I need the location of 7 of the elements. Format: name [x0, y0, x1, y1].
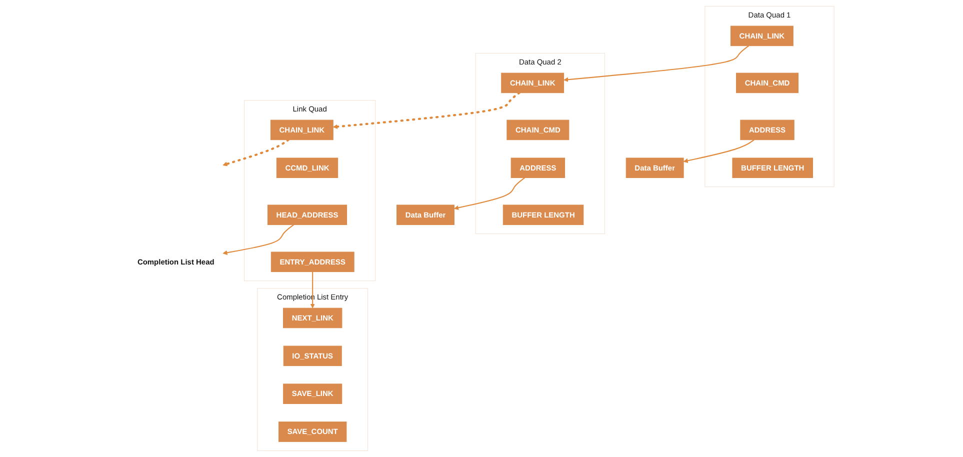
dotted-arrow	[222, 138, 290, 166]
dotted-arrow	[332, 92, 520, 129]
arrow	[564, 45, 750, 82]
arrow	[222, 224, 294, 255]
arrow	[683, 139, 754, 163]
arrow	[454, 177, 525, 210]
arrow	[310, 272, 315, 308]
